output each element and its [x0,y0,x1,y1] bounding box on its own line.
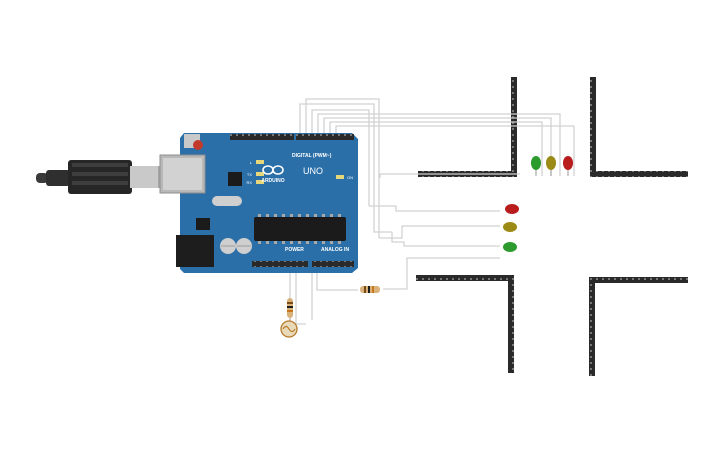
analog-header-label: ANALOG IN [321,247,349,253]
led-tx-label: TX [247,172,252,177]
uno-model-text: UNO [303,166,323,176]
arduino-infinity-logo [262,165,284,175]
photoresistor[interactable] [280,298,298,338]
on-label: ON [347,175,353,180]
upper-traffic-leds[interactable] [531,156,573,176]
power-header-label: POWER [285,247,304,253]
power-analog-header[interactable] [252,261,354,267]
arduino-uno-board[interactable]: L TX RX ON ARDUINO UNO DIGITAL (PWM~) PO… [159,133,358,273]
wires[interactable] [289,98,575,325]
side-traffic-leds[interactable] [503,204,519,252]
resistor[interactable] [360,286,380,293]
usb-b-cable[interactable] [36,160,162,194]
digital-header-label: DIGITAL (PWM~) [292,153,332,159]
led-l-label: L [250,160,253,165]
led-rx-label: RX [246,180,252,185]
digital-pin-header[interactable] [230,134,354,140]
arduino-brand-text: ARDUINO [261,178,284,184]
